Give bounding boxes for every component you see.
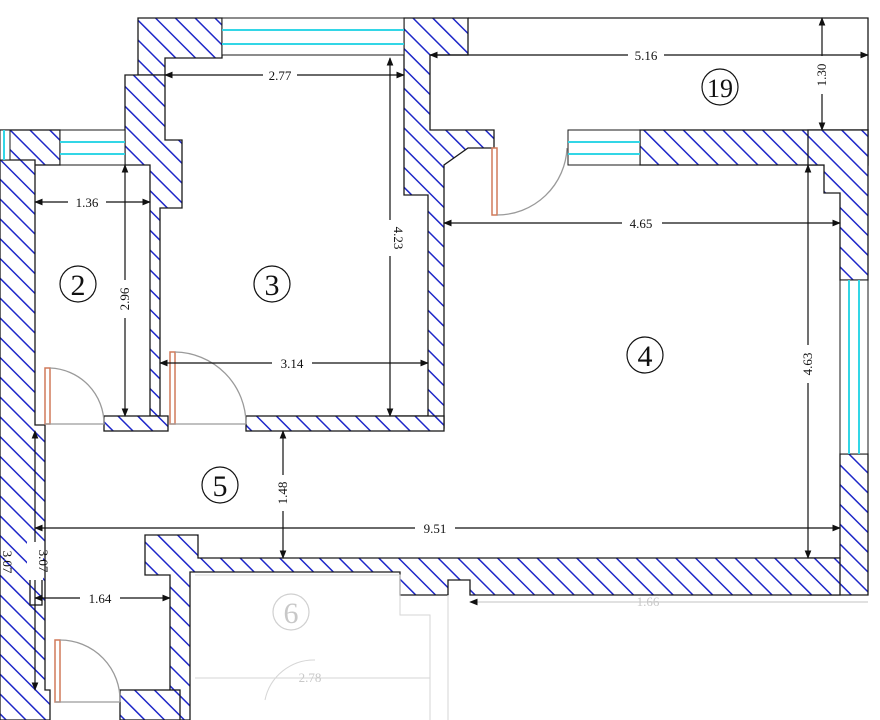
- room-5-label: 5: [213, 470, 228, 503]
- dim-room3-width: 3.14: [281, 356, 304, 371]
- dim-room6-small: 2.78: [299, 670, 322, 685]
- window-room2: [59, 129, 126, 166]
- room6-faded: [195, 574, 449, 720]
- balcony-room19-outline: [468, 17, 869, 130]
- dim-room6-right: 1.66: [637, 594, 660, 609]
- dim-corridor-length: 9.51: [424, 521, 447, 536]
- door-room2: [44, 367, 105, 425]
- wall-bath-south: [119, 689, 181, 720]
- dim-room19-depth: 1.30: [814, 64, 829, 87]
- doors: [44, 147, 568, 703]
- room-3-label: 3: [265, 269, 280, 302]
- room-5-circle: [201, 466, 239, 504]
- window-room3: [221, 17, 405, 56]
- door-room4: [491, 147, 568, 216]
- room-4-label: 4: [638, 340, 653, 373]
- dim-room3-height: 4.23: [391, 227, 406, 250]
- door-bathroom: [54, 639, 121, 703]
- wall-room3-north-left: [137, 17, 223, 76]
- wall-room3-south: [245, 415, 445, 432]
- dim-corridor-depth: 1.48: [275, 482, 290, 505]
- dim-left-edge: 3.07: [0, 551, 15, 574]
- room-6-circle: [272, 593, 310, 631]
- window-room4-north: [567, 129, 641, 166]
- dim-room19-width: 5.16: [635, 48, 658, 63]
- dim-room2-width: 1.36: [76, 195, 99, 210]
- room-6-label: 6: [284, 597, 299, 630]
- wall-room2-south: [103, 415, 169, 432]
- door-room3: [169, 351, 247, 425]
- room-4-circle: [626, 336, 664, 374]
- dim-room3-top: 2.77: [269, 68, 292, 83]
- dim-bath-width: 1.64: [89, 591, 112, 606]
- window-west-edge: [0, 129, 11, 161]
- windows: [0, 17, 869, 455]
- room-19-circle: [701, 68, 739, 106]
- dim-room4-depth: 4.63: [800, 353, 815, 376]
- wall-corridor-south: [144, 534, 841, 720]
- room-2-circle: [59, 265, 97, 303]
- wall-room2-3-divider: [124, 74, 183, 417]
- dimension-labels: 1.36 2.96 2.77 4.23 3.14 5.16 1.30 4.65 …: [0, 48, 829, 685]
- room-labels: 2 3 4 5 19 6: [59, 68, 739, 631]
- dim-left-length: 3.07: [36, 550, 51, 573]
- dim-room2-depth: 2.96: [117, 287, 132, 310]
- dim-room4-width: 4.65: [630, 216, 653, 231]
- wall-room4-east: [807, 129, 869, 281]
- window-room4-east: [839, 279, 869, 455]
- wall-west: [0, 159, 51, 720]
- room-3-circle: [253, 265, 291, 303]
- walls: [0, 17, 869, 720]
- room-2-label: 2: [71, 269, 86, 302]
- room-19-label: 19: [707, 74, 733, 103]
